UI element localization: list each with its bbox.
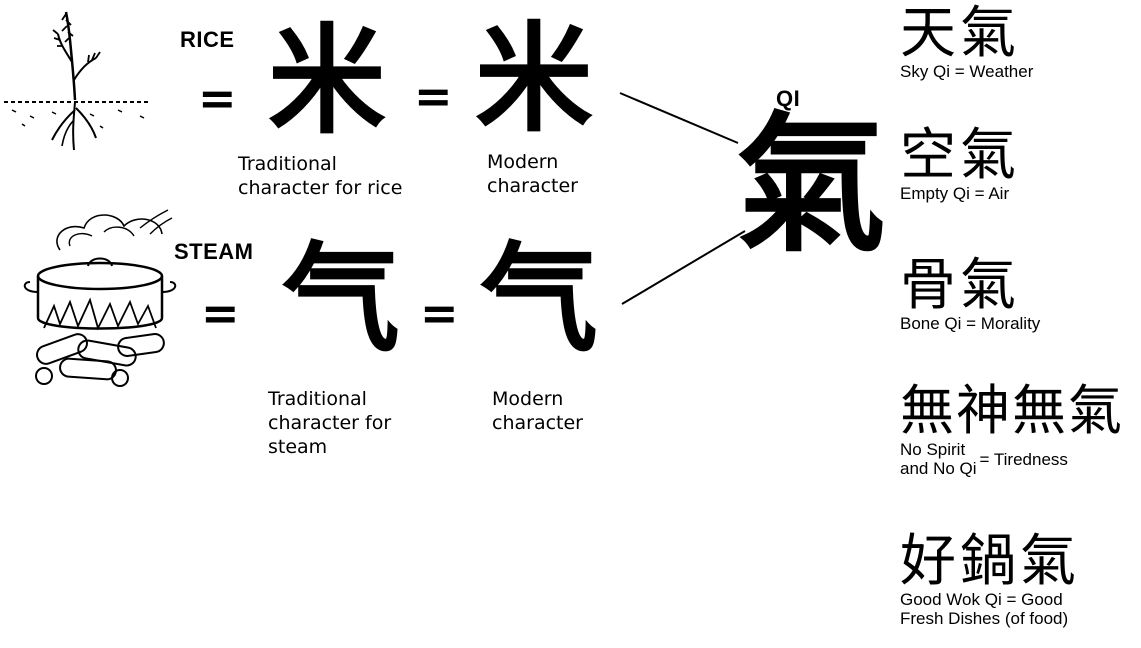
phrase-caption: Sky Qi = Weather [900, 62, 1034, 81]
rice-equals-sign-2: = [414, 69, 453, 123]
steam-modern-character: 气 [480, 229, 599, 368]
phrase-caption: Bone Qi = Morality [900, 314, 1041, 333]
qi-character: 氣 [736, 97, 887, 273]
steam-traditional-caption: Traditional character for steam [268, 388, 392, 458]
steam-equals-sign-2: = [420, 286, 459, 340]
steam-to-qi-connector [621, 230, 746, 305]
rice-modern-character: 米 [475, 9, 594, 148]
phrase-hanzi: 天氣 [900, 1, 1020, 66]
rice-label: RICE [180, 27, 235, 52]
rice-to-qi-connector [619, 92, 739, 144]
phrase-empty-qi: 空氣 Empty Qi = Air [900, 123, 1020, 204]
phrase-caption-stack: No Spirit and No Qi [900, 440, 977, 478]
phrase-caption-line2: Fresh Dishes (of food) [900, 609, 1069, 628]
phrase-caption: Empty Qi = Air [900, 184, 1010, 203]
phrase-sky-qi: 天氣 Sky Qi = Weather [900, 1, 1034, 82]
rice-plant-illustration [4, 11, 150, 151]
phrase-good-wok-qi: 好鍋氣 Good Wok Qi = Good Fresh Dishes (of … [900, 529, 1080, 629]
phrase-hanzi: 無神無氣 [900, 379, 1124, 442]
steaming-pot-illustration [23, 209, 177, 387]
phrase-caption-line1: Good Wok Qi = Good [900, 590, 1063, 609]
rice-traditional-caption: Traditional character for rice [238, 153, 403, 199]
phrase-hanzi: 好鍋氣 [900, 529, 1080, 594]
steam-equals-sign-1: = [201, 286, 240, 340]
phrase-no-spirit-no-qi: 無神無氣 No Spirit and No Qi = Tiredness [900, 379, 1124, 479]
steam-modern-caption: Modern character [492, 388, 583, 434]
phrase-caption-line1: No Spirit [900, 440, 966, 459]
phrase-hanzi: 骨氣 [900, 253, 1020, 318]
phrase-hanzi: 空氣 [900, 123, 1020, 188]
rice-traditional-character: 米 [268, 11, 387, 150]
phrase-caption-line2: and No Qi [900, 459, 977, 478]
steam-label: STEAM [174, 239, 254, 264]
rice-modern-caption: Modern character [487, 151, 578, 197]
phrase-caption-result: = Tiredness [979, 449, 1068, 469]
phrase-bone-qi: 骨氣 Bone Qi = Morality [900, 253, 1041, 334]
phrase-caption-group: No Spirit and No Qi = Tiredness [900, 440, 1124, 478]
steam-traditional-character: 气 [282, 229, 401, 368]
qi-label: QI [776, 86, 801, 111]
rice-equals-sign-1: = [198, 71, 237, 125]
